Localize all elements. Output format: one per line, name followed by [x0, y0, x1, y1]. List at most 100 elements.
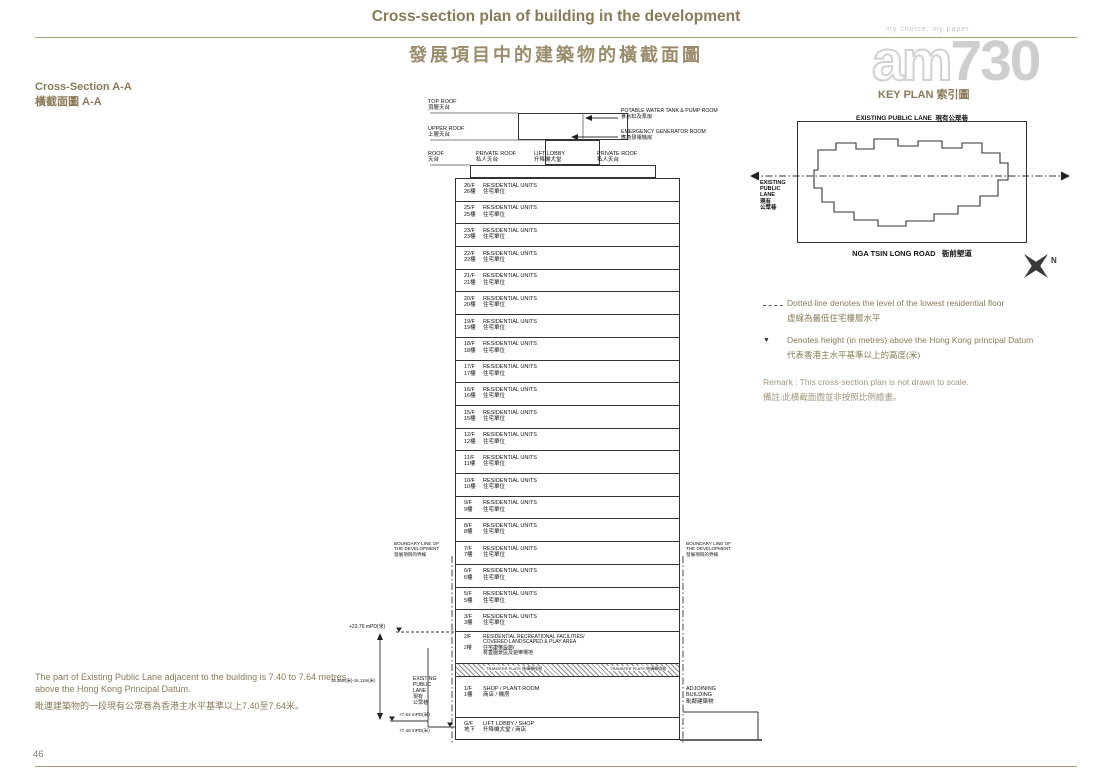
floor-row-26f: 26/F RESIDENTIAL UNITS 26樓住宅單位: [456, 179, 679, 202]
cross-section-heading: Cross-Section A-A 橫截面圖 A-A: [35, 80, 132, 110]
floor-use: 住宅單位: [483, 302, 506, 309]
legend-marker-en: Denotes height (in metres) above the Hon…: [787, 335, 1034, 345]
floor-number: 20/F: [464, 296, 476, 302]
existing-public-lane-label: EXISTING PUBLIC LANE 現有 公眾巷: [413, 676, 437, 706]
section-arrow-left-icon: [750, 171, 759, 181]
roof-label: ROOF 天台: [428, 151, 444, 164]
floor-use: 住宅單位: [483, 438, 506, 445]
floor-number: 11樓: [464, 461, 476, 468]
floor-use: 住宅單位: [483, 415, 506, 422]
floor-use: 住宅單位: [483, 552, 506, 559]
floor-number: 22/F: [464, 250, 476, 257]
floor-use: 住宅單位: [483, 347, 506, 354]
roof-plant-block-lower: [545, 140, 600, 165]
lift-lobby-label: LIFT LOBBY 升降機大堂: [534, 151, 566, 164]
level-marker-icon: ▼: [763, 337, 770, 344]
key-plan-top-road-label: EXISTING PUBLIC LANE 現有公眾巷: [790, 112, 1034, 122]
compass-north-label: N: [1051, 256, 1057, 265]
am730-logo: am730: [871, 32, 1042, 91]
floor-number: 10/F: [464, 477, 476, 484]
floor-use: RESIDENTIAL UNITS: [483, 545, 537, 552]
dimension-arrow-bottom-icon: [377, 713, 383, 720]
floor-1-number-zh: 1樓: [464, 692, 473, 699]
ground-floor-use-zh: 升降機大堂 / 商店: [483, 727, 527, 734]
floor-use: 住宅單位: [483, 279, 506, 286]
legend: Dotted line denotes the level of the low…: [763, 298, 1083, 403]
water-tank-label: POTABLE WATER TANK & PUMP ROOM 食水缸及泵房: [621, 108, 718, 121]
key-plan-box: [797, 121, 1027, 243]
floor-number: 10樓: [464, 484, 476, 490]
floor-number: 19樓: [464, 325, 476, 332]
floor-number: 26樓: [464, 188, 476, 195]
ground-floor-number-en: G/F: [464, 721, 474, 727]
floor-number: 26/F: [464, 182, 476, 189]
floor-number: 5樓: [464, 597, 473, 604]
am730-logo-am: am: [871, 29, 953, 93]
floor-1-use-zh: 商店 / 機房: [483, 692, 510, 699]
floor-use: 住宅單位: [483, 325, 506, 332]
floor-number: 25/F: [464, 205, 476, 212]
floor-use: 住宅單位: [483, 597, 506, 604]
floor-number: 8樓: [464, 529, 473, 536]
top-roof-label: TOP ROOF 頂層天台: [428, 99, 457, 112]
floor-number: 17樓: [464, 370, 476, 377]
page-title-en: Cross-section plan of building in the de…: [371, 8, 741, 25]
floor-2-number-en: 2/F: [464, 633, 472, 640]
floor-use: RESIDENTIAL UNITS: [483, 318, 537, 325]
page-number: 46: [33, 749, 44, 760]
lane-height-note: The part of Existing Public Lane adjacen…: [35, 671, 367, 712]
floor-2-use-en-2: COVERED LANDSCAPED & PLAY AREA: [483, 639, 577, 646]
key-plan-bottom-road-en: NGA TSIN LONG ROAD: [852, 249, 936, 258]
floor-use: 住宅單位: [483, 370, 506, 377]
floor-number: 18/F: [464, 341, 476, 348]
lane-height-dimension-label: 16.36m(米)-16.12m(米): [331, 678, 376, 683]
floor-use: 住宅單位: [483, 461, 506, 468]
floor-1-block: 1/F SHOP / PLANT ROOM 1樓 商店 / 機房: [455, 677, 680, 717]
floor-2-use-zh-1: 住宅康樂設施/: [483, 644, 515, 651]
page-title-zh: 發展項目中的建築物的橫截面圖: [409, 45, 703, 65]
legend-dotted-en: Dotted line denotes the level of the low…: [787, 298, 1005, 308]
floor-use: RESIDENTIAL UNITS: [483, 613, 537, 620]
floor-1-use-en: SHOP / PLANT ROOM: [483, 686, 540, 692]
private-roof-right-label: PRIVATE ROOF 私人天台: [597, 151, 638, 164]
key-plan-top-road-zh: 現有公眾巷: [935, 115, 968, 122]
floor-use: RESIDENTIAL UNITS: [483, 341, 537, 348]
floor-number: 8/F: [464, 523, 472, 529]
floor-use: RESIDENTIAL UNITS: [483, 500, 537, 507]
floor-use: RESIDENTIAL UNITS: [483, 568, 537, 575]
private-roof-left-label: PRIVATE ROOF 私人天台: [476, 151, 517, 164]
floor-use: 住宅單位: [483, 188, 506, 195]
floor-use: 住宅單位: [483, 211, 506, 218]
floor-2-block: 2/F RESIDENTIAL RECREATIONAL FACILITIES/…: [455, 632, 680, 663]
floor-number: 18樓: [464, 347, 476, 354]
remark-zh: 備註:此橫截面圖並非按照比例繪畫。: [763, 392, 902, 402]
floor-number: 12樓: [464, 438, 476, 445]
floor-number: 19/F: [464, 318, 476, 325]
floor-use: RESIDENTIAL UNITS: [483, 364, 537, 371]
ground-floor-block: G/F LIFT LOBBY / SHOP 地下 升降機大堂 / 商店: [455, 717, 680, 740]
transfer-plate-label-right: TRANSFER PLATE 結構轉換層: [608, 665, 669, 671]
floor-use: RESIDENTIAL UNITS: [483, 182, 537, 189]
floor-2-use-en-1: RESIDENTIAL RECREATIONAL FACILITIES/: [483, 633, 585, 640]
legend-dotted-zh: 虛線為最低住宅樓層水平: [787, 313, 881, 323]
floor-use: RESIDENTIAL UNITS: [483, 250, 537, 257]
key-plan-top-road-en: EXISTING PUBLIC LANE: [856, 115, 932, 122]
transfer-plate-strip: TRANSFER PLATE 結構轉換層 TRANSFER PLATE 結構轉換…: [455, 663, 680, 677]
floor-use: 住宅單位: [483, 484, 506, 490]
ground-floor-use-en: LIFT LOBBY / SHOP: [483, 721, 535, 727]
floor-number: 9樓: [464, 506, 473, 513]
floor-use: RESIDENTIAL UNITS: [483, 523, 537, 529]
floor-number: 12/F: [464, 432, 476, 439]
floor-use: 住宅單位: [483, 529, 506, 536]
floor-number: 16/F: [464, 386, 476, 393]
floor-row-8f: 8/F RESIDENTIAL UNITS 8樓 住宅單位: [456, 520, 679, 543]
legend-dotted-row: Dotted line denotes the level of the low…: [763, 298, 1083, 324]
